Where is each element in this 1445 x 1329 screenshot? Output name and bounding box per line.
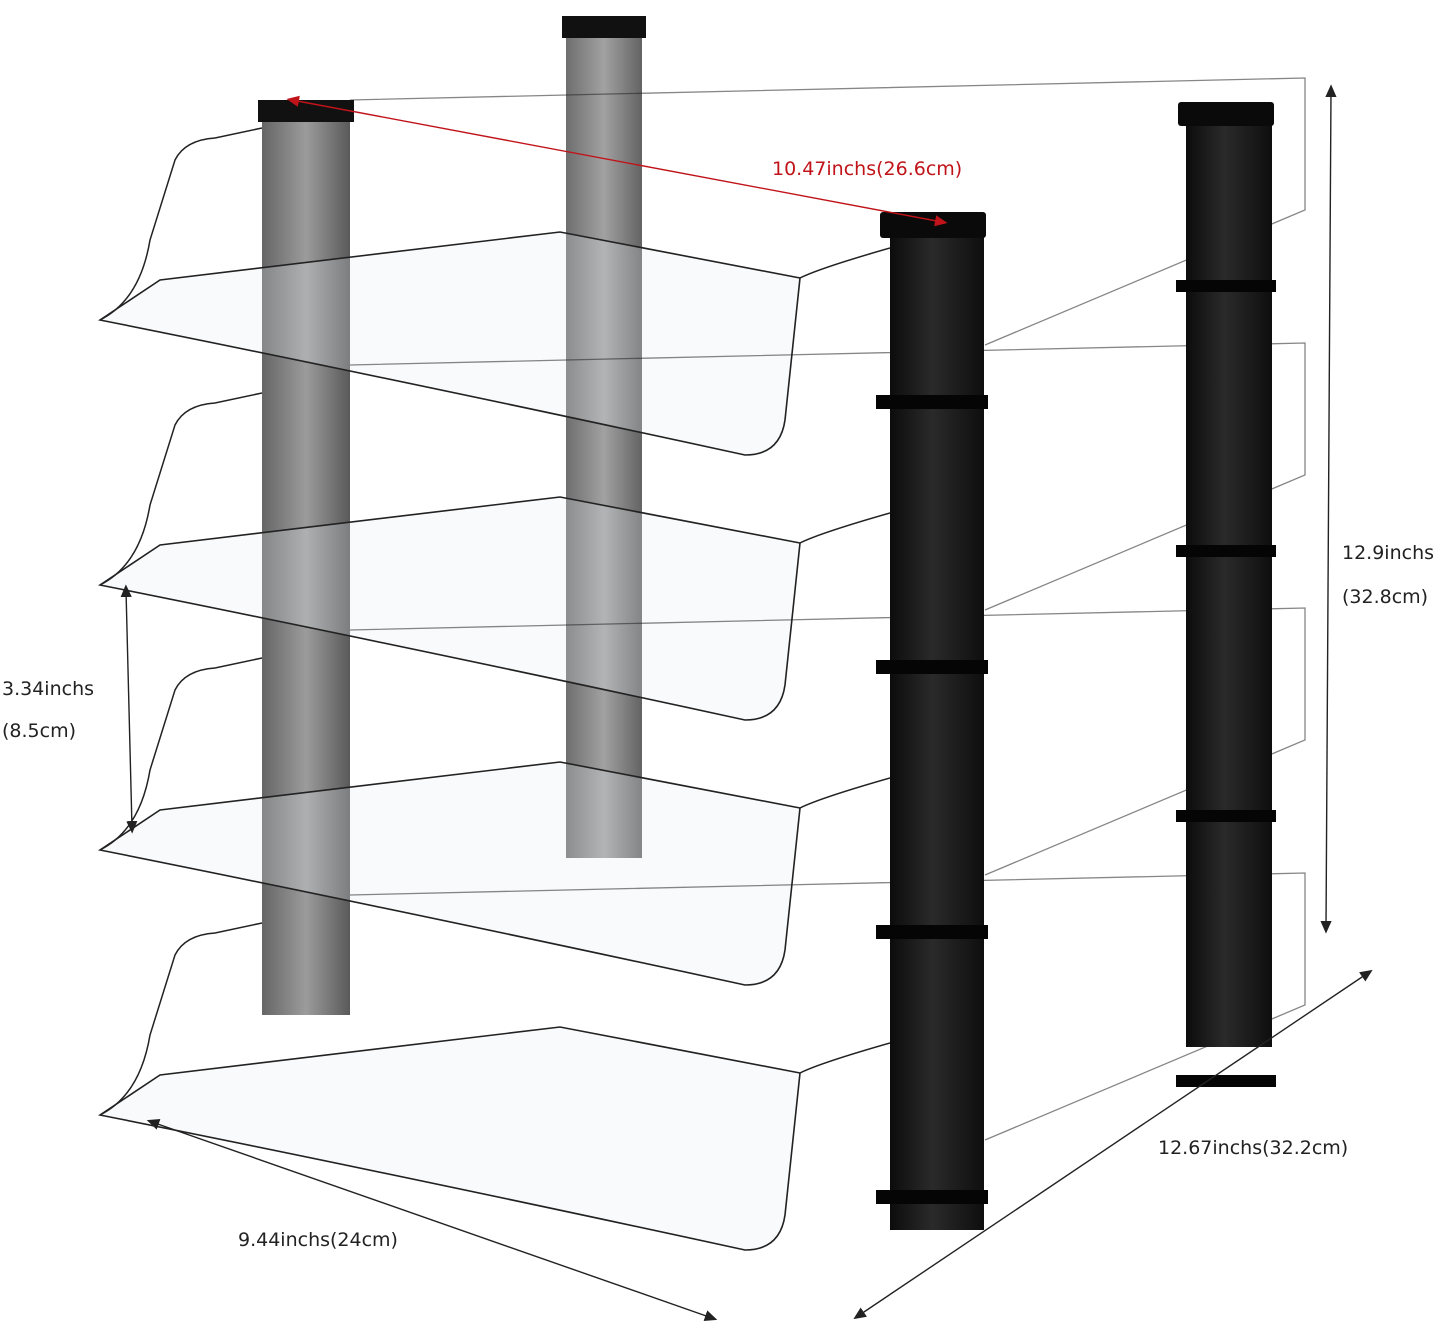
tray-tier (97, 77, 1306, 456)
tier-gap-inches-label: 3.34inchs (2, 678, 95, 700)
post-connector (876, 925, 988, 939)
tray-tier (97, 607, 1306, 986)
post-connector (1176, 810, 1276, 822)
front-width-label: 9.44inchs(24cm) (238, 1229, 398, 1251)
post-connector (876, 660, 988, 674)
back-right-post (1178, 102, 1274, 1047)
post-connector (1176, 280, 1276, 292)
top-width-dimension-line (286, 95, 948, 227)
front-width-dimension-line (146, 1119, 718, 1321)
post-connector (1176, 1075, 1276, 1087)
tier-gap-cm-label: (8.5cm) (2, 720, 76, 742)
height-cm-label: (32.8cm) (1342, 586, 1429, 608)
tray-tier (97, 342, 1306, 721)
post-connector (876, 395, 988, 409)
post-connector (876, 1190, 988, 1204)
height-dimension-line (1320, 84, 1337, 934)
post-connector (1176, 545, 1276, 557)
rear-center-post (562, 16, 646, 858)
front-right-post (880, 212, 986, 1230)
depth-label: 12.67inchs(32.2cm) (1158, 1137, 1349, 1159)
height-inches-label: 12.9inchs (1342, 542, 1435, 564)
tier-gap-dimension-line (120, 584, 138, 834)
depth-dimension-line (853, 969, 1373, 1320)
top-width-label: 10.47inchs(26.6cm) (772, 158, 963, 180)
